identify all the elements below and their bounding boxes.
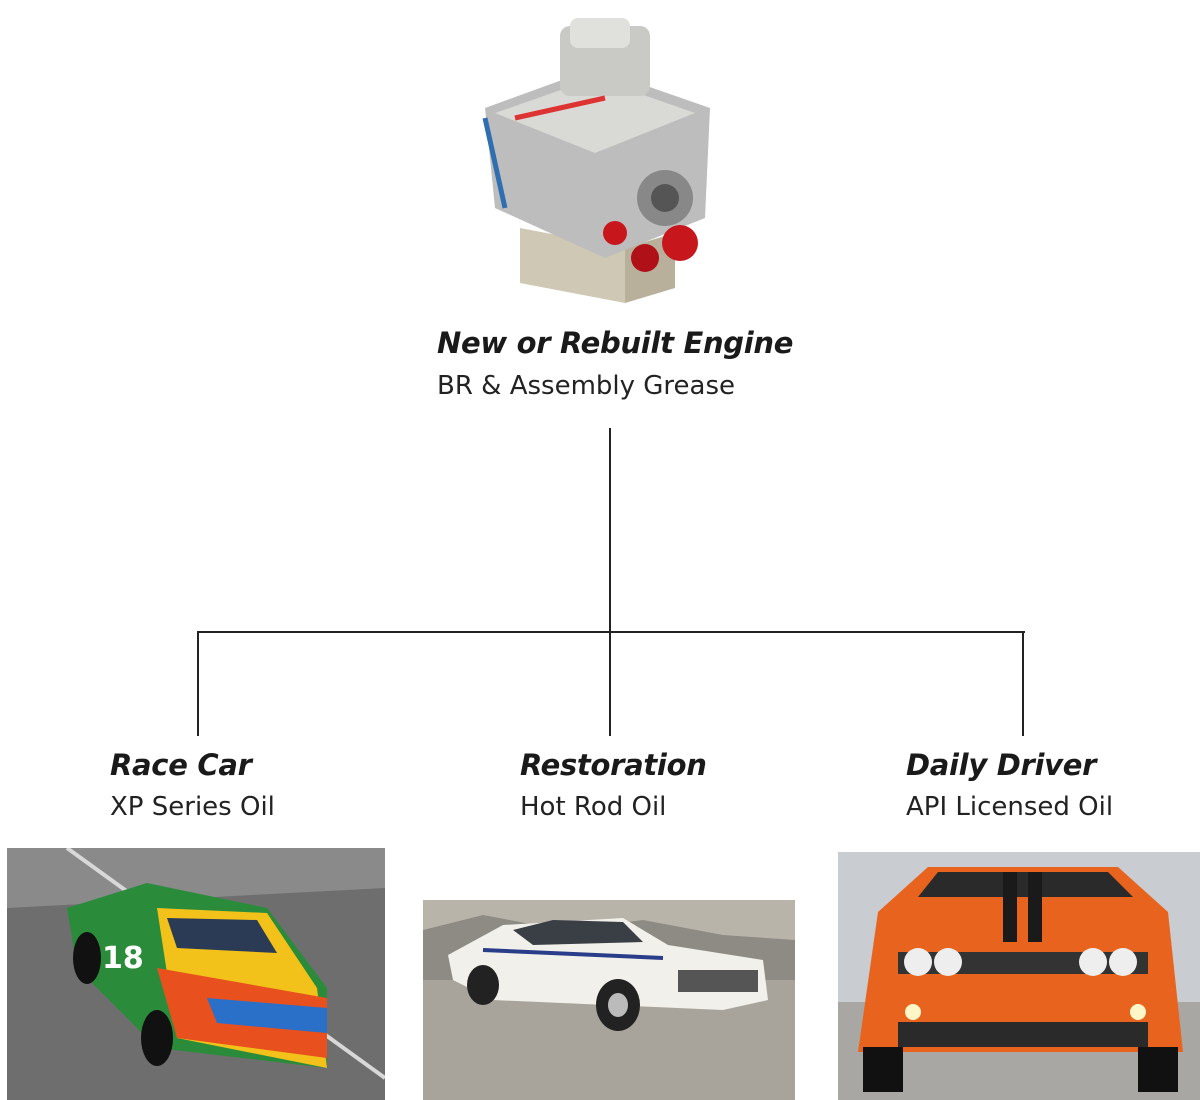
svg-text:18: 18 (102, 941, 144, 976)
restoration-subtitle: Hot Rod Oil (520, 792, 667, 822)
branch-connector (197, 631, 1025, 633)
daily-driver-image (838, 852, 1200, 1100)
root-title: New or Rebuilt Engine (437, 326, 794, 360)
race-car-subtitle: XP Series Oil (110, 792, 275, 822)
daily-driver-subtitle: API Licensed Oil (906, 792, 1114, 822)
root-subtitle: BR & Assembly Grease (437, 371, 736, 401)
restoration-car-image (423, 900, 795, 1100)
engine-image (465, 18, 730, 308)
daily-driver-title: Daily Driver (906, 748, 1097, 782)
restoration-title: Restoration (520, 748, 707, 782)
daily-driver-connector (1022, 631, 1024, 736)
race-car-title: Race Car (110, 748, 252, 782)
race-car-image: 18 (7, 848, 385, 1100)
trunk-connector (609, 428, 611, 736)
race-car-connector (197, 631, 199, 736)
